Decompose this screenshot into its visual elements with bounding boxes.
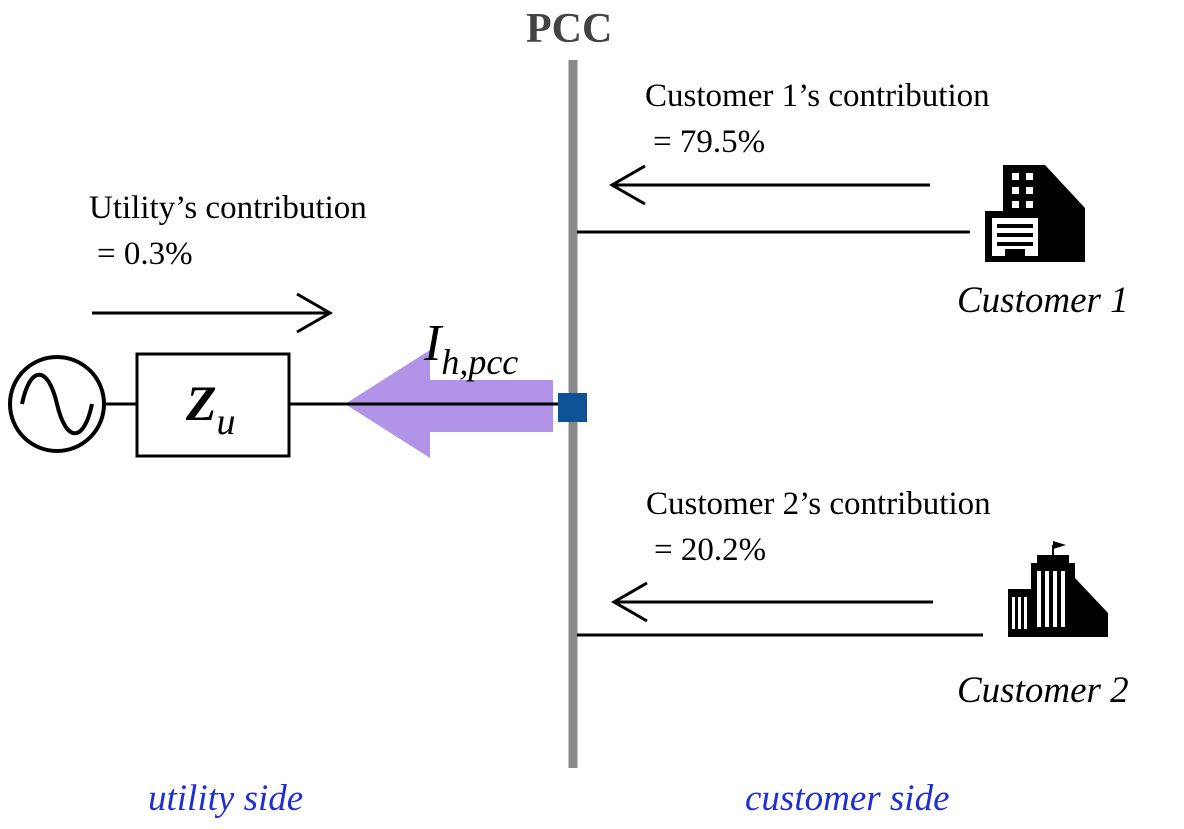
pcc-label: PCC: [526, 6, 613, 52]
utility-contribution-value: = 0.3%: [97, 236, 193, 272]
current-symbol: I: [424, 315, 442, 372]
ac-source-icon: [8, 355, 106, 453]
customer-2-label: Customer 2: [957, 670, 1129, 711]
impedance-label: Zu: [186, 378, 236, 441]
customer-1-contribution-label: Customer 1’s contribution: [645, 78, 990, 114]
customer-2-building-icon: [1008, 541, 1108, 637]
customer-1-label: Customer 1: [957, 280, 1129, 321]
customer-side-label: customer side: [745, 778, 950, 819]
impedance-box: [135, 352, 291, 458]
impedance-subscript: u: [216, 401, 236, 443]
customer-1-building-icon: [985, 165, 1085, 262]
customer-1-contribution-arrow: [608, 164, 930, 206]
utility-contribution-arrow: [92, 292, 334, 334]
customer-2-contribution-arrow: [610, 581, 933, 623]
current-label: Ih,pcc: [424, 315, 519, 382]
customer-1-contribution-value: = 79.5%: [653, 124, 766, 160]
pcc-node: [558, 393, 587, 422]
impedance-symbol: Z: [186, 375, 217, 431]
utility-contribution-label: Utility’s contribution: [89, 190, 367, 226]
customer-2-contribution-value: = 20.2%: [654, 532, 767, 568]
customer-2-contribution-label: Customer 2’s contribution: [646, 486, 991, 522]
utility-side-label: utility side: [148, 778, 304, 819]
current-subscript: h,pcc: [441, 342, 519, 382]
